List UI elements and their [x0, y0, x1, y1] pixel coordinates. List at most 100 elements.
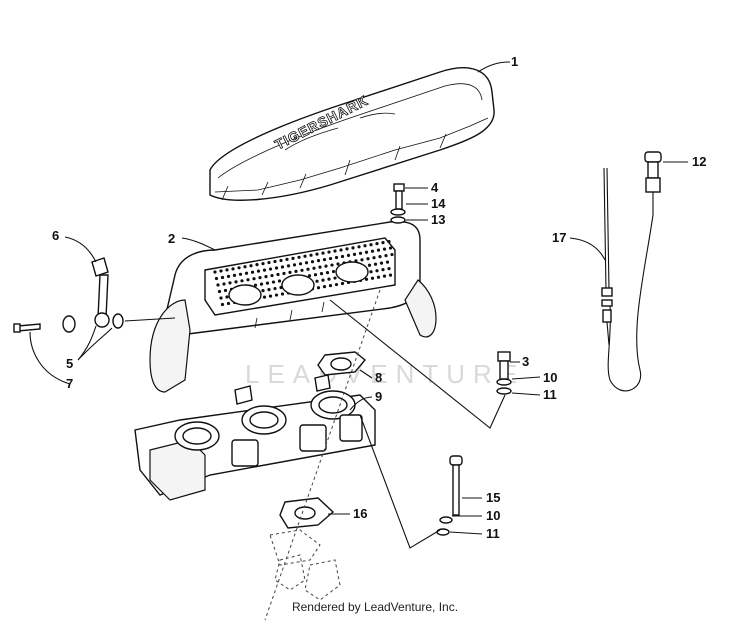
mesh-hole	[273, 286, 277, 291]
mesh-hole	[276, 272, 280, 277]
gasket-16[interactable]	[279, 497, 335, 529]
washer-11-lower[interactable]	[436, 528, 450, 536]
mesh-hole	[255, 263, 259, 267]
mesh-hole	[388, 246, 393, 250]
mesh-hole	[240, 279, 244, 283]
mesh-hole	[232, 273, 237, 277]
mesh-hole	[273, 259, 277, 264]
silencer-base[interactable]	[149, 220, 437, 393]
carburetor-assembly[interactable]	[134, 374, 376, 501]
mesh-hole	[382, 274, 387, 278]
mesh-hole	[304, 261, 309, 265]
mesh-hole	[331, 269, 336, 274]
silencer-cover[interactable]: TIGERSHARK	[209, 67, 495, 201]
mesh-hole	[369, 270, 373, 274]
mesh-hole	[325, 271, 330, 275]
washer-11-upper[interactable]	[496, 387, 512, 395]
mesh-hole	[313, 273, 318, 277]
mesh-hole	[250, 270, 255, 274]
choke-cable[interactable]	[601, 151, 662, 392]
bolt-15[interactable]	[449, 455, 463, 516]
mesh-hole	[220, 275, 225, 280]
mesh-hole	[214, 276, 219, 281]
callout-1: 1	[511, 54, 518, 69]
mesh-hole	[261, 289, 265, 293]
mesh-hole	[238, 272, 243, 276]
mesh-hole	[271, 280, 276, 284]
mesh-hole	[324, 264, 328, 268]
mesh-hole	[340, 254, 345, 259]
callout-5: 5	[66, 356, 73, 371]
mesh-hole	[390, 252, 394, 257]
mesh-hole	[336, 262, 340, 266]
mesh-hole	[252, 277, 256, 281]
mesh-hole	[219, 269, 223, 273]
callout-4: 4	[431, 180, 439, 195]
mesh-hole	[370, 276, 375, 280]
callout-15: 15	[486, 490, 500, 505]
mesh-hole	[285, 257, 289, 261]
mesh-hole	[265, 281, 270, 285]
mesh-hole	[363, 244, 367, 248]
washer-10-upper[interactable]	[496, 378, 512, 386]
mesh-hole	[280, 292, 285, 296]
mesh-hole	[237, 266, 241, 270]
bolt-4[interactable]	[393, 183, 405, 210]
mesh-hole	[226, 274, 231, 278]
mesh-hole	[225, 295, 229, 299]
mesh-hole	[234, 280, 238, 284]
mesh-hole	[249, 264, 253, 268]
assembly-line-15	[359, 414, 441, 549]
mesh-hole	[288, 270, 292, 274]
gasket-8[interactable]	[317, 351, 366, 376]
mesh-hole	[262, 268, 267, 272]
mesh-hole	[327, 250, 331, 254]
mesh-hole	[339, 248, 343, 252]
mesh-hole	[330, 263, 334, 267]
washer-10-lower[interactable]	[439, 516, 453, 524]
callout-6: 6	[52, 228, 59, 243]
mesh-hole	[375, 242, 379, 246]
mesh-hole	[292, 263, 297, 267]
mesh-hole	[243, 265, 247, 269]
phantom-intake	[269, 529, 341, 601]
lever-assembly[interactable]	[13, 257, 124, 333]
mesh-hole	[261, 262, 265, 266]
washer-14[interactable]	[390, 208, 406, 216]
mesh-hole	[318, 265, 322, 269]
mesh-hole	[274, 266, 279, 270]
credit-line: Rendered by LeadVenture, Inc.	[291, 600, 459, 614]
mesh-hole	[334, 255, 339, 260]
mesh-hole	[244, 271, 249, 275]
mesh-hole	[226, 301, 231, 306]
washer-13[interactable]	[390, 216, 406, 224]
mesh-hole	[246, 278, 250, 282]
mesh-hole	[360, 258, 364, 262]
mesh-hole	[376, 248, 381, 252]
mesh-hole	[228, 281, 232, 285]
mesh-hole	[270, 273, 274, 278]
mesh-hole	[264, 275, 268, 279]
callout-17: 17	[552, 230, 566, 245]
mesh-hole	[358, 251, 363, 255]
mesh-hole	[282, 271, 286, 276]
mesh-hole	[379, 261, 384, 265]
mesh-hole	[223, 288, 228, 293]
mesh-hole	[378, 255, 382, 259]
mesh-hole	[220, 302, 225, 307]
callout-16: 16	[353, 506, 367, 521]
mesh-hole	[346, 253, 351, 257]
mesh-hole	[294, 269, 298, 273]
mesh-hole	[387, 267, 391, 271]
mesh-hole	[267, 260, 271, 265]
mesh-hole	[381, 268, 385, 272]
mesh-hole	[231, 267, 235, 271]
mesh-hole	[306, 267, 310, 271]
mesh-hole	[369, 243, 373, 247]
mesh-hole	[217, 289, 222, 294]
mesh-hole	[352, 252, 357, 256]
mesh-hole	[256, 269, 261, 273]
bolt-3[interactable]	[497, 351, 511, 380]
mesh-hole	[267, 288, 271, 292]
